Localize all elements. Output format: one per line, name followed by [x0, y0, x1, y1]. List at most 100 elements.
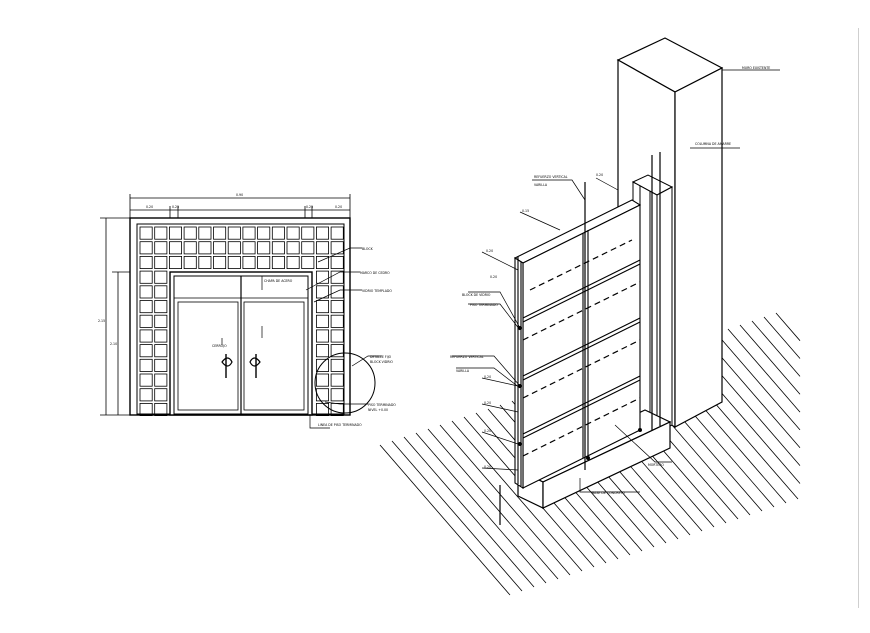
glass-block [154, 285, 168, 299]
glass-block [286, 241, 300, 255]
glass-block [242, 226, 256, 240]
glass-block [315, 373, 329, 387]
glass-block [301, 226, 315, 240]
note-piso: PISO TERMINADO [368, 403, 396, 407]
hatch-line [715, 332, 801, 431]
glass-block-wall [513, 199, 642, 489]
dim-left-inner: 2.10 [110, 342, 117, 346]
dim-top-part-1: 0.20 [146, 205, 153, 209]
glass-block [154, 226, 168, 240]
glass-block [315, 255, 329, 269]
glass-block [286, 255, 300, 269]
leader-lines [452, 69, 780, 493]
dim-iso-4: 0.20 [484, 375, 491, 379]
label-refuerzo-mid: REFUERZO VERTICAL [450, 355, 484, 359]
dim-iso-1: 0.20 [596, 173, 603, 177]
frame-line [858, 28, 859, 608]
glass-block [315, 226, 329, 240]
hatch-line [727, 328, 801, 413]
glass-block [301, 241, 315, 255]
glass-block [330, 329, 344, 343]
glass-block [154, 388, 168, 402]
door-leaf-right [243, 301, 305, 411]
glass-block [183, 241, 197, 255]
glass-block [139, 314, 153, 328]
glass-block [168, 226, 182, 240]
label-columna: COLUMNA DE AMARRE [695, 142, 731, 146]
hatch-line [379, 444, 511, 596]
callout-vidrio: VIDRIO TEMPLADO [362, 289, 392, 293]
label-refuerzo-sub: VARILLA [534, 183, 548, 187]
glass-block [139, 329, 153, 343]
glass-block [330, 285, 344, 299]
front-elevation [100, 194, 382, 429]
glass-block [154, 358, 168, 372]
glass-block [330, 388, 344, 402]
glass-block [315, 358, 329, 372]
glass-block [154, 344, 168, 358]
vertical-rebar [499, 152, 661, 525]
glass-block [183, 226, 197, 240]
glass-block [139, 255, 153, 269]
glass-block [154, 402, 168, 416]
glass-block [154, 373, 168, 387]
dim-iso-6: 0.20 [484, 429, 491, 433]
label-refuerzo-top: REFUERZO VERTICAL [534, 175, 568, 179]
glass-block [257, 226, 271, 240]
glass-block [227, 241, 241, 255]
dim-iso-2: 0.15 [522, 209, 529, 213]
glass-block [257, 255, 271, 269]
hatch-line [415, 432, 547, 584]
glass-block [315, 314, 329, 328]
glass-block [242, 241, 256, 255]
glass-block [315, 300, 329, 314]
glass-block [139, 402, 153, 416]
glass-block [154, 270, 168, 284]
dim-top-part-4: 0.20 [335, 205, 342, 209]
glass-block [315, 388, 329, 402]
floor-note: LINEA DE PISO TERMINADO [318, 423, 362, 427]
dim-top-total: 0.90 [236, 193, 243, 197]
callout-detalle: DETALLE FIJO [370, 355, 392, 359]
glass-block [198, 255, 212, 269]
isometric-detail [379, 37, 801, 596]
hatch-line [775, 312, 801, 341]
glass-block [154, 241, 168, 255]
label-mortero: MORTERO [648, 463, 664, 467]
callout-block: BLOCK [362, 247, 374, 251]
note-nivel: NIVEL +0.00 [368, 408, 388, 412]
glass-block [315, 344, 329, 358]
glass-block [227, 226, 241, 240]
glass-block [257, 241, 271, 255]
glass-block [315, 270, 329, 284]
hatch-line [391, 440, 523, 592]
hatch-line [451, 420, 583, 572]
glass-block [227, 255, 241, 269]
glass-block [139, 373, 153, 387]
glass-block [330, 373, 344, 387]
dim-iso-7: 0.20 [484, 465, 491, 469]
dim-iso-3: 0.20 [486, 249, 493, 253]
glass-block [139, 388, 153, 402]
elevation-labels: 0.90 0.20 0.25 0.25 0.20 2.15 2.10 BLOCK… [98, 193, 396, 427]
hatch-line [439, 424, 571, 576]
glass-block [271, 255, 285, 269]
glass-block [213, 226, 227, 240]
dim-iso-5: 0.20 [484, 401, 491, 405]
label-muro: MURO EXISTENTE [742, 66, 770, 70]
glass-block [139, 344, 153, 358]
glass-block [154, 300, 168, 314]
dim-iso-8: 0.20 [490, 275, 497, 279]
glass-block [139, 300, 153, 314]
glass-block [213, 255, 227, 269]
glass-block [330, 270, 344, 284]
label-varilla: VARILLA [456, 369, 470, 373]
glass-block [154, 255, 168, 269]
glass-block [213, 241, 227, 255]
label-piso: PISO TERMINADO [470, 303, 498, 307]
glass-block [154, 314, 168, 328]
door-leaf-left [177, 301, 239, 411]
glass-block [330, 358, 344, 372]
glass-block [271, 226, 285, 240]
glass-block [271, 241, 285, 255]
